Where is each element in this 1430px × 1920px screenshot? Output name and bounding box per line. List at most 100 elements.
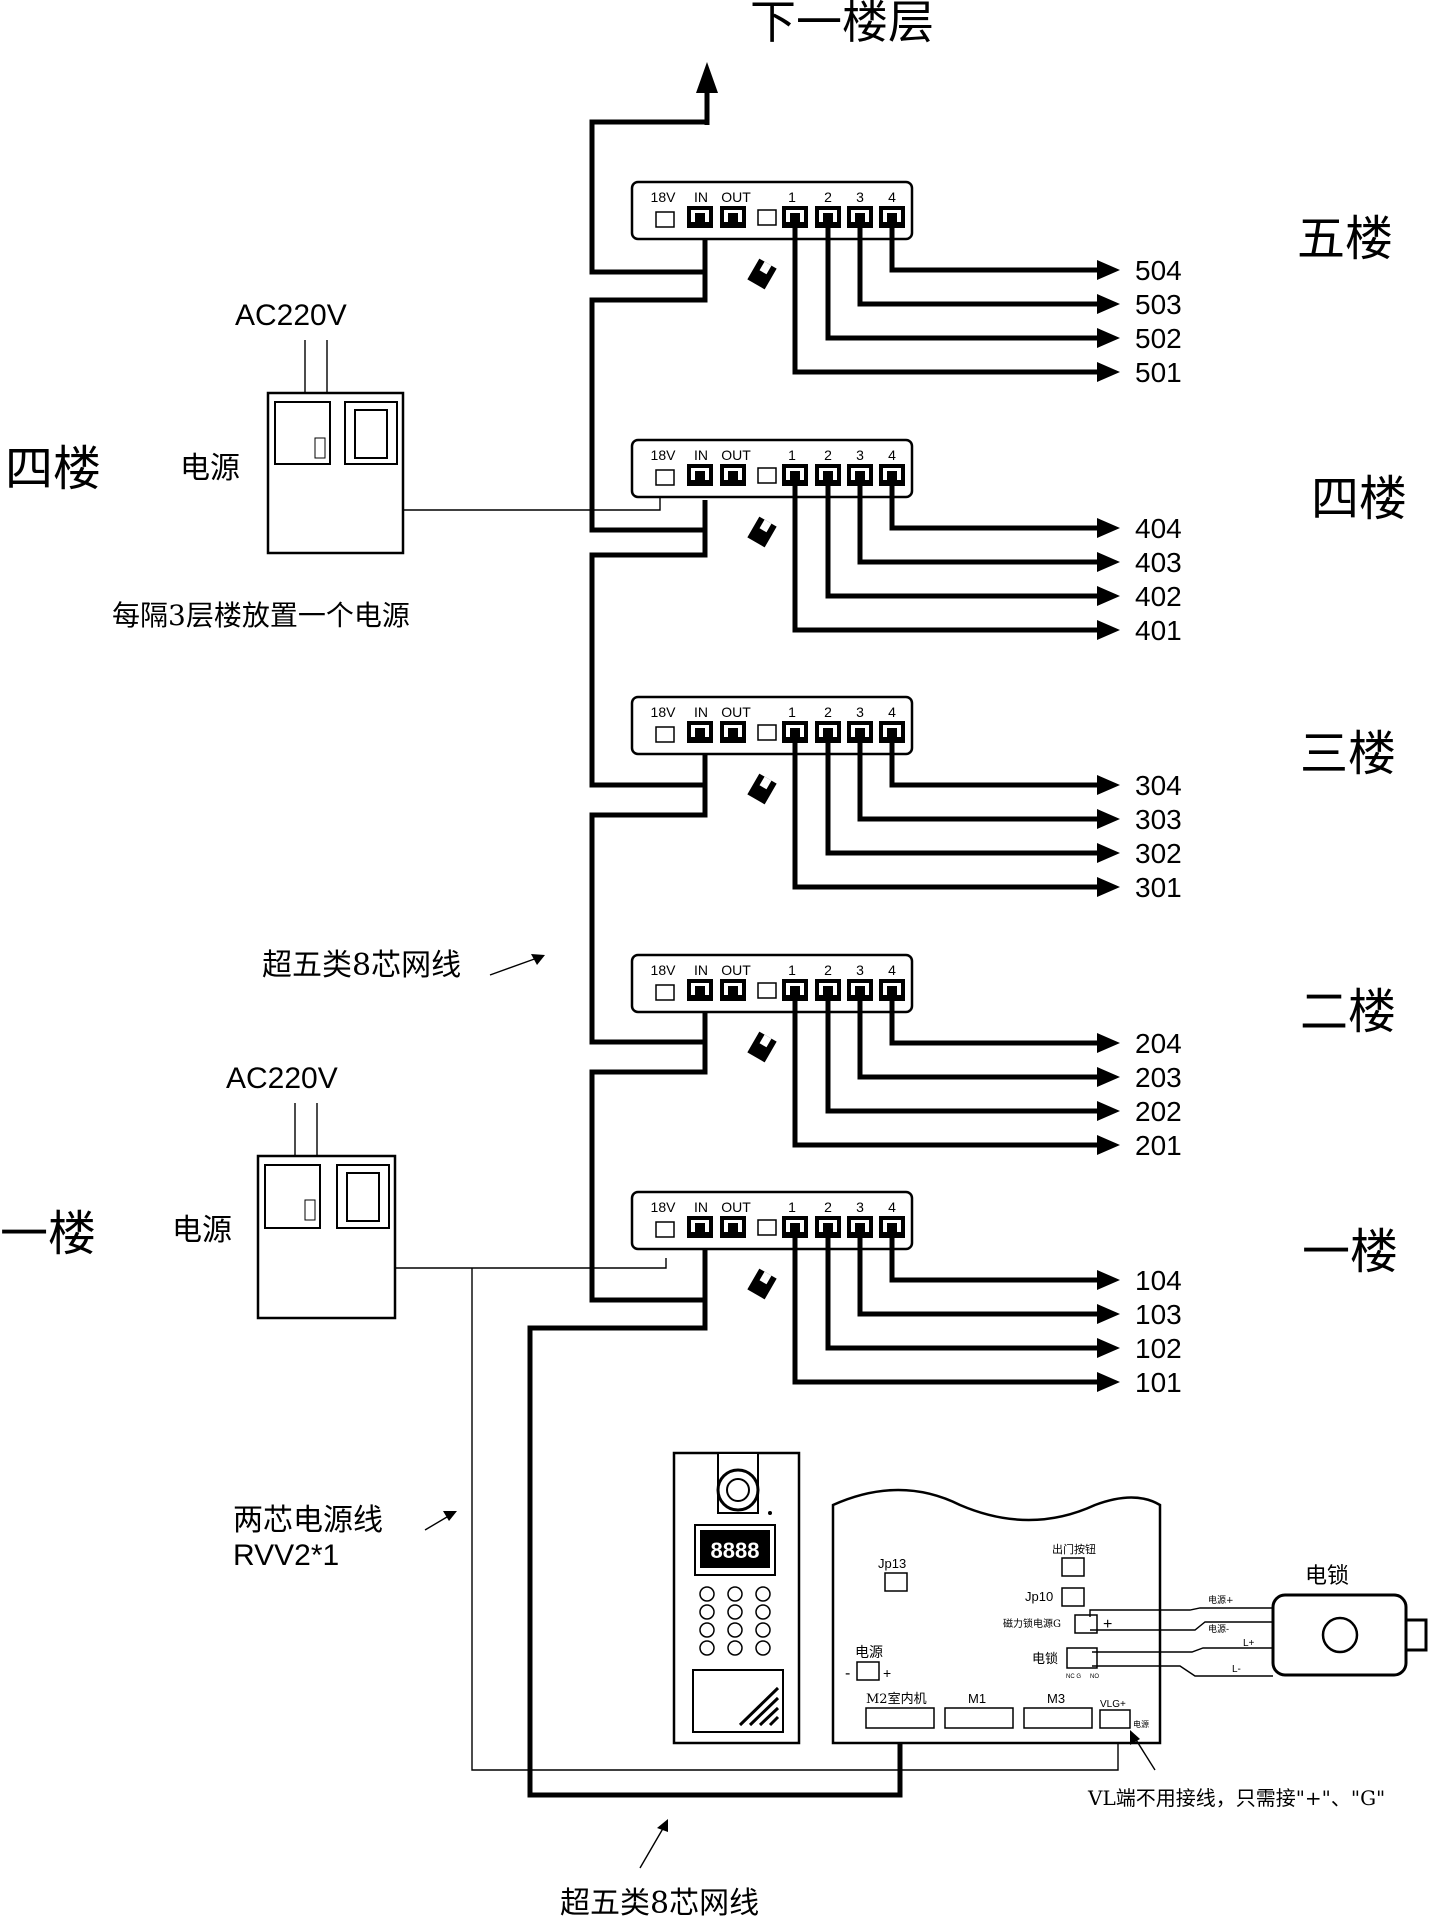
hub-port-label-ch1: 1 <box>788 189 796 205</box>
room-label: 501 <box>1135 357 1182 388</box>
room-label: 201 <box>1135 1130 1182 1161</box>
rj45-port-contact <box>695 1223 705 1232</box>
keypad <box>699 1586 771 1656</box>
room-label: 503 <box>1135 289 1182 320</box>
rj45-port-contact <box>728 471 738 480</box>
psu-upper-transformer-core <box>354 409 388 459</box>
room-line <box>825 1238 1100 1351</box>
lock-plus-label: 电源+ <box>1208 1594 1234 1606</box>
jp13-connector <box>884 1572 908 1592</box>
room-line <box>889 486 1100 531</box>
room-arrow-icon <box>1097 260 1120 280</box>
board-m3-label: M3 <box>1047 1691 1065 1706</box>
electric-lock-bolt <box>1404 1618 1428 1652</box>
hub-port-label-ch1: 1 <box>788 704 796 720</box>
hub-jumper-connector <box>757 982 777 999</box>
hub-port-label-ch2: 2 <box>824 1199 832 1215</box>
rj45-port-contact <box>855 471 865 480</box>
room-line <box>792 1238 1100 1385</box>
hub-port-label-ch2: 2 <box>824 962 832 978</box>
keypad-button <box>727 1586 743 1602</box>
room-arrow-icon <box>1097 1304 1120 1324</box>
board-jp10-label: Jp10 <box>1025 1589 1053 1604</box>
room-line <box>857 1001 1100 1080</box>
control-board: 出门按钮 Jp13 Jp10 磁力锁电源G + 电锁 NC G NO 电源 - … <box>831 1488 1162 1745</box>
board-nc-g-label: NC G <box>1066 1674 1081 1680</box>
room-line <box>889 228 1100 273</box>
floor-label-right: 一楼 <box>1302 1224 1398 1280</box>
room-line <box>857 743 1100 822</box>
hub-port-label-ch4: 4 <box>888 962 896 978</box>
hub-port-label-ch4: 4 <box>888 189 896 205</box>
room-label: 303 <box>1135 804 1182 835</box>
hub-power-connector <box>655 211 675 228</box>
room-label: 304 <box>1135 770 1182 801</box>
room-arrow-icon <box>1097 843 1120 863</box>
m1-connector <box>944 1707 1014 1729</box>
room-label: 403 <box>1135 547 1182 578</box>
room-arrow-icon <box>1097 809 1120 829</box>
rj45-port-contact <box>790 213 800 222</box>
hub-port-label-ch2: 2 <box>824 447 832 463</box>
room-arrow-icon <box>1097 294 1120 314</box>
room-label: 104 <box>1135 1265 1182 1296</box>
hub-port-label-in: IN <box>694 1199 708 1215</box>
rj45-port-contact <box>887 986 897 995</box>
room-arrow-icon <box>1097 877 1120 897</box>
lock-cylinder-icon <box>1321 1616 1359 1654</box>
keypad-button <box>727 1640 743 1656</box>
room-label: 103 <box>1135 1299 1182 1330</box>
rj45-port-contact <box>823 471 833 480</box>
lock-wire-3 <box>1092 1647 1273 1653</box>
bottom-note: VL端不用接线，只需接"+"、"G" <box>1087 1786 1385 1810</box>
board-power-small-label: 电源 <box>1133 1719 1149 1729</box>
room-label: 502 <box>1135 323 1182 354</box>
board-m1-label: M1 <box>968 1691 986 1706</box>
cat5e-mid-arrow <box>489 956 541 976</box>
rj45-port-contact <box>887 213 897 222</box>
board-m2-label: M2室内机 <box>866 1691 927 1707</box>
lock-wire-1 <box>1089 1607 1273 1617</box>
board-vlg-label: VLG+ <box>1100 1699 1126 1710</box>
psu-lower-floor-label: 一楼 <box>0 1206 96 1262</box>
hub-port-label-ch3: 3 <box>856 189 864 205</box>
psu-lower-terminal <box>304 1199 316 1221</box>
hub-jumper-connector <box>757 209 777 226</box>
hub-port-label-ch1: 1 <box>788 447 796 463</box>
hub-port-label-ch3: 3 <box>856 447 864 463</box>
rj45-port-contact <box>790 986 800 995</box>
room-label: 401 <box>1135 615 1182 646</box>
main-bus <box>527 119 903 1798</box>
room-line <box>825 228 1100 341</box>
room-line <box>857 228 1100 307</box>
room-label: 404 <box>1135 513 1182 544</box>
rj45-port-contact <box>695 471 705 480</box>
rj45-port-contact <box>695 728 705 737</box>
camera-lens-inner <box>726 1478 750 1502</box>
room-label: 102 <box>1135 1333 1182 1364</box>
board-power-plus: + <box>883 1665 891 1681</box>
hub-port-label-out: OUT <box>721 447 751 463</box>
room-label: 301 <box>1135 872 1182 903</box>
board-lock-label: 电锁 <box>1032 1651 1058 1667</box>
hub-port-label-ch1: 1 <box>788 1199 796 1215</box>
bottom-note-arrow-head <box>1130 1730 1140 1745</box>
board-jp13-label: Jp13 <box>878 1556 906 1571</box>
hub-port-label-power: 18V <box>651 189 677 205</box>
cat5e-mid-arrow-head <box>531 954 545 965</box>
jumper-cap-icon <box>747 1268 777 1300</box>
hub-port-label-ch3: 3 <box>856 962 864 978</box>
cat5e-bottom-arrow <box>639 1824 666 1869</box>
door-panel: 8888 <box>672 1451 801 1745</box>
psu-lower-name: 电源 <box>172 1213 232 1248</box>
rj45-port-contact <box>823 986 833 995</box>
room-arrow-icon <box>1097 328 1120 348</box>
room-line <box>825 743 1100 856</box>
keypad-button <box>755 1586 771 1602</box>
keypad-button <box>755 1604 771 1620</box>
rj45-port-contact <box>887 471 897 480</box>
